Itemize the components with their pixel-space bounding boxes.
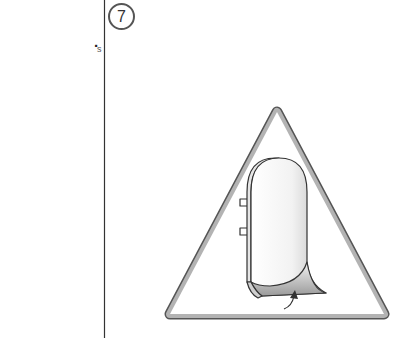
plate-figure — [240, 158, 326, 298]
callout-number: 7 — [117, 8, 126, 26]
column-rule — [104, 0, 105, 338]
step-number-circle: 7 — [108, 3, 135, 30]
curved-arrow — [284, 290, 298, 309]
warning-triangle — [170, 112, 384, 314]
cut-off-text: s — [97, 44, 102, 54]
